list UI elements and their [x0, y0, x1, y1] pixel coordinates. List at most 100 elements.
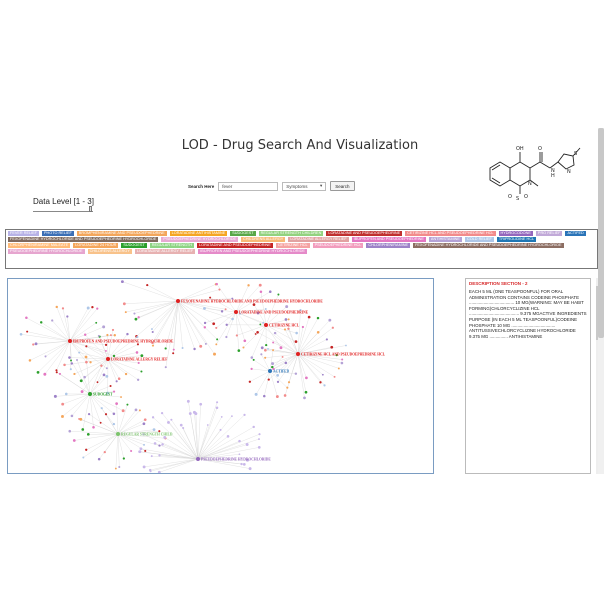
graph-node[interactable] [122, 457, 125, 460]
graph-node[interactable] [245, 443, 249, 447]
graph-hub-node[interactable] [88, 392, 92, 396]
graph-node[interactable] [215, 282, 218, 286]
data-level-slider[interactable] [33, 206, 93, 212]
graph-node[interactable] [124, 372, 128, 376]
graph-node[interactable] [81, 428, 85, 431]
graph-node[interactable] [78, 351, 81, 354]
graph-node[interactable] [89, 361, 92, 364]
graph-node[interactable] [158, 454, 161, 457]
graph-node[interactable] [80, 390, 84, 394]
graph-node[interactable] [231, 297, 234, 300]
drug-tag[interactable]: TRIPROLIDINE HCL [496, 237, 537, 242]
graph-node[interactable] [111, 328, 115, 331]
graph-node[interactable] [134, 317, 138, 321]
network-svg[interactable]: FEXOFENADINE HYDROCHLORIDE AND PSEUDOEPH… [8, 279, 434, 474]
graph-node[interactable] [122, 302, 126, 306]
graph-node[interactable] [304, 390, 308, 394]
graph-node[interactable] [237, 349, 241, 352]
graph-node[interactable] [149, 470, 152, 473]
graph-node[interactable] [142, 465, 146, 469]
graph-node[interactable] [61, 415, 64, 418]
graph-node[interactable] [126, 403, 129, 406]
graph-node[interactable] [186, 399, 190, 403]
graph-node[interactable] [264, 348, 267, 352]
graph-node[interactable] [79, 417, 83, 421]
graph-node[interactable] [299, 309, 302, 312]
graph-node[interactable] [316, 316, 320, 320]
graph-node[interactable] [275, 395, 279, 398]
graph-node[interactable] [268, 290, 272, 293]
graph-node[interactable] [109, 334, 112, 337]
graph-node[interactable] [264, 356, 267, 359]
graph-node[interactable] [193, 347, 196, 351]
graph-hub-node[interactable] [116, 432, 120, 436]
drug-tag[interactable]: REGULAR STRENGTH CHILDREN [258, 231, 324, 236]
graph-node[interactable] [55, 369, 58, 372]
graph-node[interactable] [112, 354, 116, 358]
graph-node[interactable] [284, 361, 288, 365]
graph-node[interactable] [151, 341, 154, 344]
graph-node[interactable] [120, 280, 124, 284]
graph-node[interactable] [203, 306, 206, 310]
graph-node[interactable] [85, 448, 88, 451]
graph-node[interactable] [120, 396, 122, 399]
graph-node[interactable] [248, 380, 252, 383]
graph-node[interactable] [265, 343, 268, 347]
graph-node[interactable] [136, 343, 139, 346]
graph-node[interactable] [64, 392, 68, 396]
graph-node[interactable] [68, 356, 71, 359]
graph-node[interactable] [247, 284, 250, 287]
graph-node[interactable] [86, 306, 90, 310]
graph-node[interactable] [258, 433, 261, 436]
drug-tag[interactable]: PSEUDOEPHEDRINE HYDROCHLORIDE [8, 249, 85, 254]
graph-node[interactable] [161, 443, 164, 446]
graph-node[interactable] [294, 372, 298, 375]
graph-node[interactable] [301, 325, 304, 329]
graph-node[interactable] [252, 425, 255, 429]
graph-node[interactable] [136, 335, 139, 339]
graph-node[interactable] [105, 374, 109, 378]
graph-node[interactable] [235, 334, 238, 337]
graph-node[interactable] [242, 346, 245, 349]
drug-tag[interactable]: PRO RELIEF [535, 231, 563, 236]
graph-node[interactable] [112, 390, 116, 393]
graph-node[interactable] [78, 418, 80, 420]
graph-hub-node[interactable] [264, 323, 268, 327]
graph-node[interactable] [164, 347, 167, 350]
graph-node[interactable] [86, 433, 90, 436]
graph-node[interactable] [256, 311, 260, 315]
graph-node[interactable] [151, 416, 155, 419]
graph-node[interactable] [188, 412, 192, 415]
drug-tag[interactable]: PSEUDOEPHEDRINE HYDROCHLORIDE [161, 237, 238, 242]
graph-node[interactable] [164, 366, 167, 369]
graph-node[interactable] [203, 326, 207, 329]
drug-tag[interactable]: CHILDRENS ALLERGY [241, 237, 286, 242]
graph-node[interactable] [209, 296, 212, 299]
graph-node[interactable] [87, 413, 91, 416]
graph-node[interactable] [97, 457, 101, 461]
graph-node[interactable] [272, 341, 275, 344]
graph-node[interactable] [138, 450, 142, 454]
graph-node[interactable] [83, 333, 87, 336]
search-type-select[interactable]: Symptoms ▾ [282, 181, 327, 191]
graph-node[interactable] [218, 288, 221, 291]
graph-node[interactable] [238, 312, 242, 315]
graph-node[interactable] [243, 413, 246, 417]
drug-tag[interactable]: FEXOFENADINE HYDROCHLORIDE AND PSEUDOEPH… [8, 237, 159, 242]
graph-node[interactable] [240, 462, 243, 466]
drug-tag[interactable]: ACTIFED [565, 231, 586, 236]
graph-node[interactable] [106, 333, 109, 337]
graph-node[interactable] [44, 355, 47, 358]
graph-node[interactable] [100, 364, 103, 367]
graph-node[interactable] [243, 339, 247, 343]
graph-node[interactable] [271, 362, 275, 366]
graph-node[interactable] [316, 330, 320, 334]
graph-node[interactable] [112, 422, 116, 426]
graph-node[interactable] [263, 394, 266, 398]
graph-node[interactable] [136, 378, 140, 381]
graph-node[interactable] [55, 305, 58, 309]
drug-network-graph[interactable]: FEXOFENADINE HYDROCHLORIDE AND PSEUDOEPH… [7, 278, 434, 474]
drug-tag[interactable]: LORATADINE ALLERGY RELIEF [288, 237, 349, 242]
graph-node[interactable] [225, 335, 228, 339]
graph-node[interactable] [238, 439, 241, 443]
